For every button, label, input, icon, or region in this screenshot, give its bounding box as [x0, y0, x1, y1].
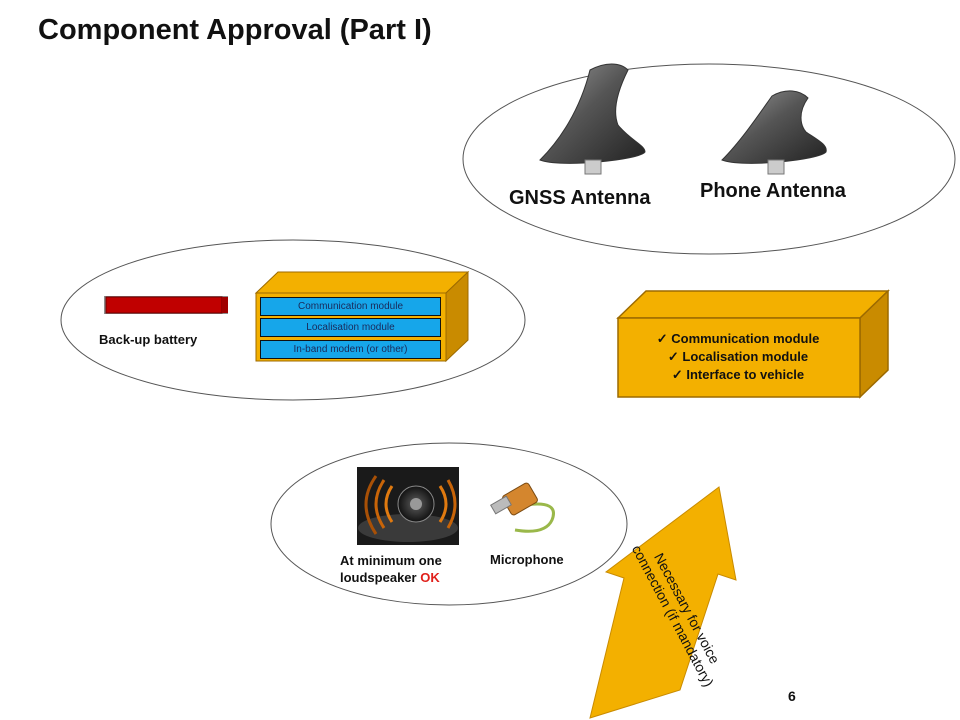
page-number: 6 — [788, 688, 796, 704]
callout-arrow — [589, 486, 737, 719]
audio-group-ellipse — [270, 442, 628, 606]
battery-icon — [104, 296, 228, 314]
module-row-localisation: Localisation module — [260, 318, 441, 337]
tcu-item: ✓ Localisation module — [667, 349, 809, 364]
loudspeaker-label: At minimum one loudspeaker OK — [340, 553, 442, 585]
loudspeaker-icon — [357, 467, 459, 545]
phone-antenna-label: Phone Antenna — [700, 180, 846, 202]
gnss-antenna-icon — [539, 63, 646, 175]
microphone-label: Microphone — [490, 552, 564, 567]
check-icon: ✓ — [656, 331, 668, 346]
tcu-item-list: ✓ Communication module ✓ Localisation mo… — [620, 330, 856, 384]
check-icon: ✓ — [667, 349, 679, 364]
tcu-item: ✓ Interface to vehicle — [671, 367, 805, 382]
module-group-ellipse — [60, 239, 526, 401]
check-icon: ✓ — [671, 367, 683, 382]
tcu-box-3d — [616, 289, 890, 399]
ok-text: OK — [420, 570, 440, 585]
phone-antenna-icon — [721, 90, 827, 175]
battery-label: Back-up battery — [99, 332, 198, 347]
page-title: Component Approval (Part I) — [38, 14, 432, 46]
gnss-antenna-label: GNSS Antenna — [509, 187, 651, 209]
antenna-group-ellipse — [462, 63, 956, 255]
microphone-icon — [490, 482, 555, 533]
tcu-item: ✓ Communication module — [656, 331, 820, 346]
module-row-communication: Communication module — [260, 297, 441, 316]
module-row-modem: In-band modem (or other) — [260, 340, 441, 359]
